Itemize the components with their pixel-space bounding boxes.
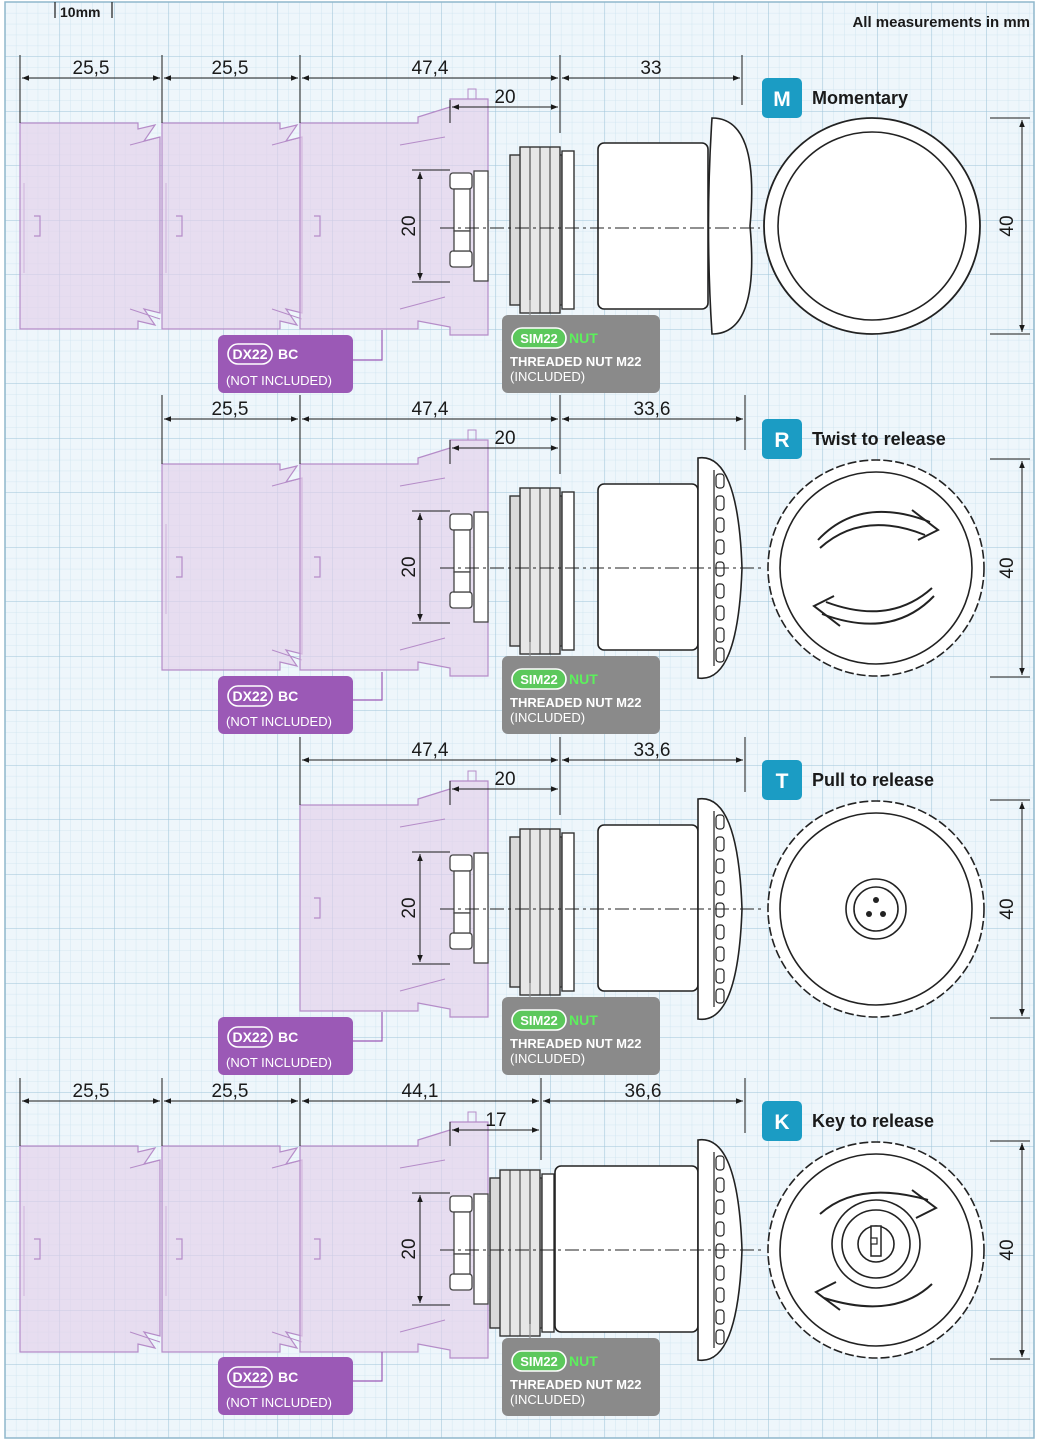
dim-height: 20 xyxy=(399,215,420,236)
dim-body: 47,4 xyxy=(412,58,449,79)
twist-head-front xyxy=(767,459,985,677)
module-brand: DX22 xyxy=(232,346,267,362)
nut-suffix: NUT xyxy=(569,1012,598,1028)
module-callout xyxy=(218,676,353,734)
nut-brand: SIM22 xyxy=(520,1354,558,1369)
dim-block1: 25,5 xyxy=(73,1081,110,1102)
module-callout xyxy=(218,1017,353,1075)
nut-title: THREADED NUT M22 xyxy=(510,1377,641,1392)
nut-note: (INCLUDED) xyxy=(510,1392,585,1407)
nut-note: (INCLUDED) xyxy=(510,1051,585,1066)
dim-flange: 17 xyxy=(485,1110,506,1131)
scale-label: 10mm xyxy=(60,4,100,20)
variant-code: R xyxy=(774,429,789,452)
dim-height: 20 xyxy=(399,556,420,577)
variant-title: Pull to release xyxy=(812,770,934,790)
variant-key-to-release: 25,5 25,5 44,1 36,6 17 20 40 K Key to re… xyxy=(19,1078,1030,1416)
variant-code: K xyxy=(774,1111,789,1134)
nut-suffix: NUT xyxy=(569,671,598,687)
dim-height: 20 xyxy=(399,897,420,918)
module-callout xyxy=(218,335,353,393)
module-suffix: BC xyxy=(278,1369,298,1385)
nut-title: THREADED NUT M22 xyxy=(510,695,641,710)
nut-note: (INCLUDED) xyxy=(510,369,585,384)
nut-brand: SIM22 xyxy=(520,672,558,687)
nut-brand: SIM22 xyxy=(520,1013,558,1028)
variant-code: T xyxy=(776,770,789,793)
dim-flange: 20 xyxy=(494,87,515,108)
module-brand: DX22 xyxy=(232,688,267,704)
dim-height: 20 xyxy=(399,1238,420,1259)
dim-diameter: 40 xyxy=(997,898,1018,919)
variant-momentary: 25,5 25,5 47,4 33 20 20 40 M Momentary D… xyxy=(19,55,1030,393)
momentary-head-front xyxy=(763,117,981,335)
nut-title: THREADED NUT M22 xyxy=(510,1036,641,1051)
dim-flange: 20 xyxy=(494,769,515,790)
dim-body: 44,1 xyxy=(402,1081,439,1102)
module-suffix: BC xyxy=(278,1029,298,1045)
dim-head: 33 xyxy=(640,58,661,79)
variant-title: Twist to release xyxy=(812,429,946,449)
nut-suffix: NUT xyxy=(569,1353,598,1369)
module-note: (NOT INCLUDED) xyxy=(226,1395,332,1410)
dim-diameter: 40 xyxy=(997,1239,1018,1260)
dim-block2: 25,5 xyxy=(212,1081,249,1102)
nut-note: (INCLUDED) xyxy=(510,710,585,725)
dim-body: 47,4 xyxy=(412,399,449,420)
dim-block2: 25,5 xyxy=(212,58,249,79)
units-note: All measurements in mm xyxy=(852,14,1030,31)
nut-brand: SIM22 xyxy=(520,331,558,346)
module-note: (NOT INCLUDED) xyxy=(226,714,332,729)
nut-suffix: NUT xyxy=(569,330,598,346)
module-suffix: BC xyxy=(278,346,298,362)
module-suffix: BC xyxy=(278,688,298,704)
variant-title: Key to release xyxy=(812,1111,934,1131)
variant-code: M xyxy=(773,88,791,111)
key-head-front xyxy=(767,1141,985,1359)
module-callout xyxy=(218,1357,353,1415)
dim-head: 33,6 xyxy=(634,399,671,420)
module-brand: DX22 xyxy=(232,1369,267,1385)
module-note: (NOT INCLUDED) xyxy=(226,373,332,388)
nut-title: THREADED NUT M22 xyxy=(510,354,641,369)
variant-twist-to-release: 25,5 47,4 33,6 20 20 40 R Twist to relea… xyxy=(161,395,1030,734)
dim-block1: 25,5 xyxy=(73,58,110,79)
module-note: (NOT INCLUDED) xyxy=(226,1055,332,1070)
dim-body: 47,4 xyxy=(412,740,449,761)
dim-head: 33,6 xyxy=(634,740,671,761)
dim-diameter: 40 xyxy=(997,557,1018,578)
dim-flange: 20 xyxy=(494,428,515,449)
variant-title: Momentary xyxy=(812,88,908,108)
variant-pull-to-release: 47,4 33,6 20 20 40 T Pull to release DX2… xyxy=(218,737,1030,1075)
dim-head: 36,6 xyxy=(625,1081,662,1102)
dim-block1: 25,5 xyxy=(212,399,249,420)
pull-head-front xyxy=(767,800,985,1018)
module-brand: DX22 xyxy=(232,1029,267,1045)
dim-diameter: 40 xyxy=(997,215,1018,236)
